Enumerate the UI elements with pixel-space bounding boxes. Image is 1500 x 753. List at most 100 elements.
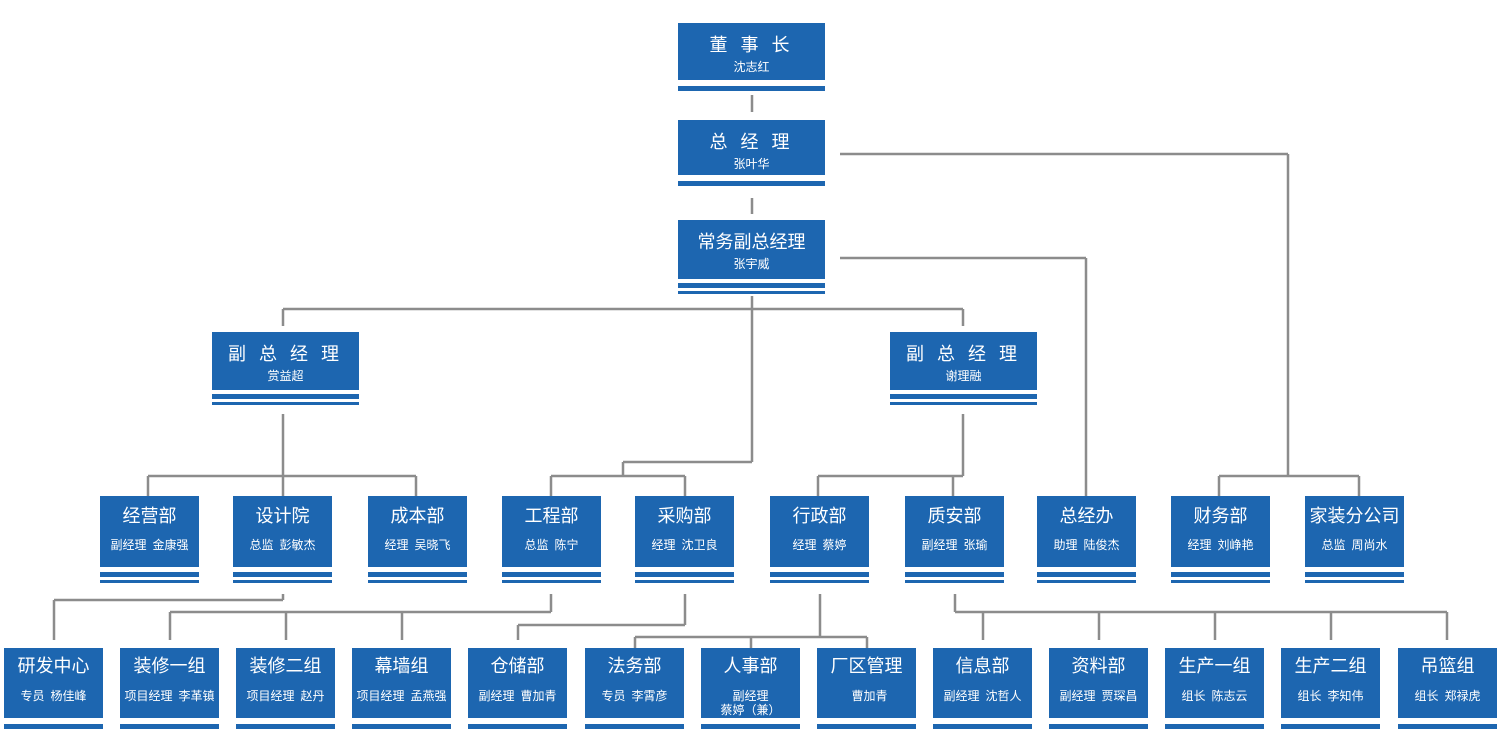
dept-name: 蔡婷 [822,538,847,552]
dept-box: 工程部 总监陈宁 [502,496,601,584]
team-box: 装修二组 项目经理赵丹 [236,648,335,736]
vp-left-title: 副 总 经 理 [227,344,343,364]
dept-name: 金康强 [152,538,189,552]
dept-staff: 副经理金康强 [100,538,199,552]
gm-name: 张叶华 [733,157,770,171]
team-staff: 专员李霄彦 [585,689,684,703]
dept-role: 副经理 [921,538,958,552]
team-box: 幕墙组 项目经理孟燕强 [352,648,451,736]
vp-left-box: 副 总 经 理 赏益超 [212,332,359,406]
dept-staff: 副经理张瑜 [905,538,1004,552]
dept-box: 财务部 经理刘峥艳 [1171,496,1270,584]
dept-role: 副经理 [110,538,147,552]
team-title: 资料部 [1071,656,1126,676]
team-staff: 项目经理孟燕强 [352,689,451,703]
team-title: 吊篮组 [1420,656,1475,676]
team-title: 装修二组 [249,656,322,676]
team-title: 人事部 [723,656,778,676]
vp-right-title: 副 总 经 理 [905,344,1021,364]
dept-name: 沈卫良 [681,538,718,552]
dept-name: 周尚水 [1351,538,1388,552]
dept-role: 总监 [1321,538,1346,552]
dept-staff: 经理吴晓飞 [368,538,467,552]
team-staff: 曹加青 [817,689,916,703]
dept-box: 成本部 经理吴晓飞 [368,496,467,584]
team-staff: 副经理曹加青 [468,689,567,703]
team-staff: 组长郑禄虎 [1398,689,1497,703]
dept-role: 经理 [1187,538,1212,552]
dept-box: 质安部 副经理张瑜 [905,496,1004,584]
evp-title: 常务副总经理 [697,232,806,252]
team-role: 专员 [20,689,45,703]
team-role: 副经理 [478,689,515,703]
team-box: 装修一组 项目经理李革镇 [120,648,219,736]
team-title: 装修一组 [133,656,206,676]
dept-staff: 总监彭敏杰 [233,538,332,552]
dept-name: 刘峥艳 [1217,538,1254,552]
team-name: 赵丹 [300,689,325,703]
dept-staff: 经理沈卫良 [635,538,734,552]
dept-staff: 总监陈宁 [502,538,601,552]
team-title: 信息部 [955,656,1010,676]
dept-role: 经理 [384,538,409,552]
dept-role: 总监 [524,538,549,552]
evp-box: 常务副总经理 张宇威 [678,220,825,295]
team-staff: 项目经理李革镇 [120,689,219,703]
dept-title: 家装分公司 [1309,506,1400,526]
team-name: 李革镇 [178,689,215,703]
team-title: 幕墙组 [374,656,429,676]
team-name: 曹加青 [520,689,557,703]
evp-name: 张宇威 [733,257,770,271]
dept-name: 吴晓飞 [414,538,451,552]
team-staff: 副经理蔡婷（兼） [701,689,800,717]
team-box: 生产二组 组长李知伟 [1281,648,1380,736]
team-staff: 副经理贾琛昌 [1049,689,1148,703]
dept-staff: 总监周尚水 [1305,538,1404,552]
team-box: 研发中心 专员杨佳峰 [4,648,103,736]
team-name: 孟燕强 [410,689,447,703]
team-role: 组长 [1297,689,1322,703]
team-role: 副经理 [943,689,980,703]
team-role: 专员 [601,689,626,703]
team-role: 项目经理 [246,689,295,703]
team-name: 郑禄虎 [1444,689,1481,703]
dept-box: 家装分公司 总监周尚水 [1305,496,1404,584]
team-title: 厂区管理 [830,656,903,676]
dept-title: 财务部 [1193,506,1248,526]
dept-box: 总经办 助理陆俊杰 [1037,496,1136,584]
team-role: 组长 [1414,689,1439,703]
team-staff: 项目经理赵丹 [236,689,335,703]
dept-name: 彭敏杰 [279,538,316,552]
team-role: 项目经理 [356,689,405,703]
team-name: 贾琛昌 [1101,689,1138,703]
team-title: 法务部 [607,656,662,676]
dept-title: 设计院 [255,506,310,526]
dept-staff: 经理刘峥艳 [1171,538,1270,552]
team-box: 信息部 副经理沈哲人 [933,648,1032,736]
dept-box: 采购部 经理沈卫良 [635,496,734,584]
team-staff: 副经理沈哲人 [933,689,1032,703]
dept-title: 经营部 [122,506,177,526]
dept-title: 工程部 [524,506,579,526]
dept-role: 经理 [651,538,676,552]
team-title: 仓储部 [490,656,545,676]
team-role: 组长 [1181,689,1206,703]
vp-left-name: 赏益超 [267,369,304,383]
chairman-name: 沈志红 [733,60,770,74]
team-name: 李知伟 [1327,689,1364,703]
dept-staff: 经理蔡婷 [770,538,869,552]
team-box: 仓储部 副经理曹加青 [468,648,567,736]
dept-title: 采购部 [657,506,712,526]
chairman-box: 董 事 长 沈志红 [678,23,825,93]
team-title: 生产二组 [1294,656,1367,676]
vp-right-box: 副 总 经 理 谢理融 [890,332,1037,406]
team-name: 蔡婷（兼） [720,703,781,717]
team-staff: 专员杨佳峰 [4,689,103,703]
dept-name: 张瑜 [963,538,988,552]
team-name: 李霄彦 [631,689,668,703]
dept-role: 经理 [792,538,817,552]
dept-box: 设计院 总监彭敏杰 [233,496,332,584]
vp-right-name: 谢理融 [945,369,982,383]
team-box: 吊篮组 组长郑禄虎 [1398,648,1497,736]
